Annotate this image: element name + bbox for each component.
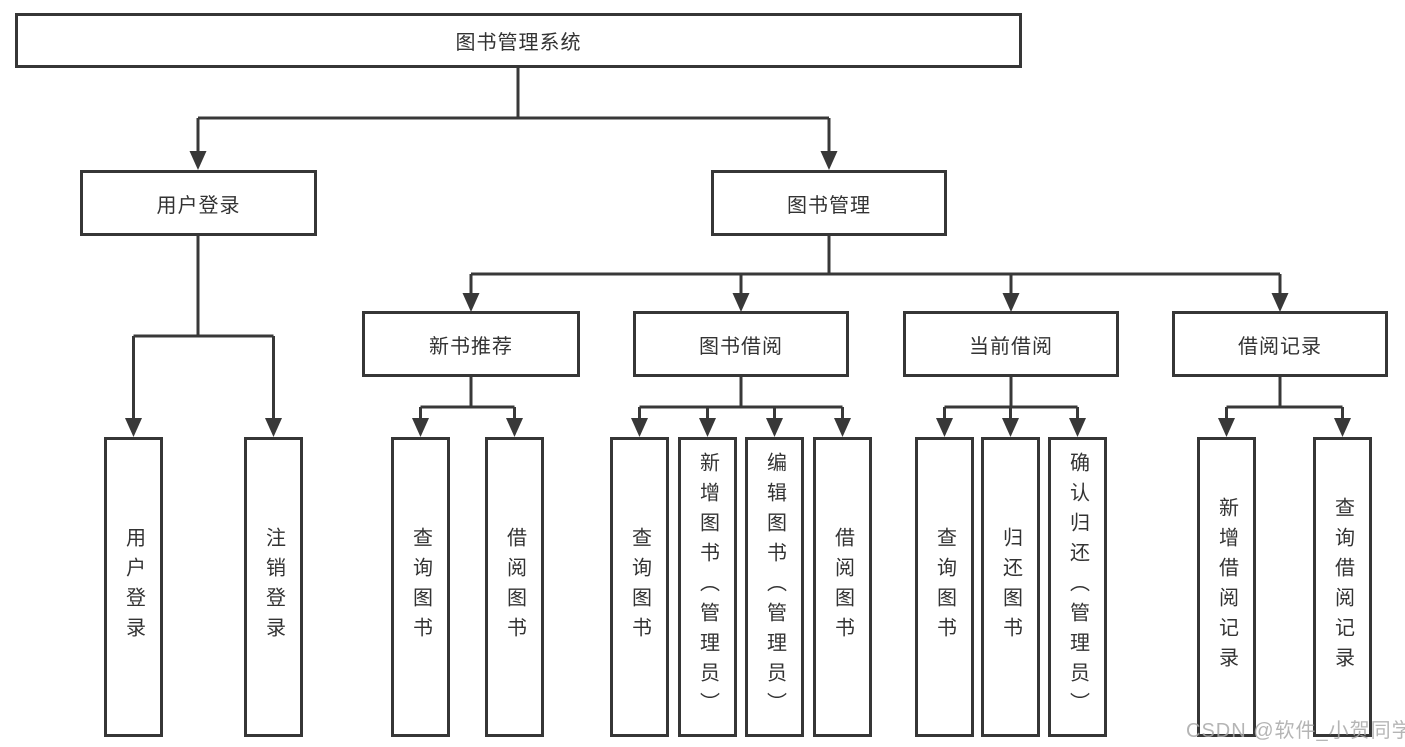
leaf-return-book-label: 归还图书 [999, 527, 1022, 647]
leaf-add-book-admin: 新增图书（管理员） [678, 437, 737, 737]
leaf-logout: 注销登录 [244, 437, 303, 737]
node-user-login: 用户登录 [80, 170, 317, 236]
node-root-label: 图书管理系统 [455, 32, 582, 54]
leaf-add-book-admin-label: 新增图书（管理员） [696, 452, 719, 722]
arrowhead-icon [1218, 418, 1235, 437]
leaf-borrow-books-borrow-label: 借阅图书 [831, 527, 854, 647]
leaf-borrow-books-recommend: 借阅图书 [485, 437, 544, 737]
arrowhead-icon [1271, 293, 1289, 312]
connector-root-branch [196, 68, 831, 153]
arrowhead-icon [1069, 418, 1086, 437]
arrowhead-icon [462, 293, 480, 312]
leaf-query-books-recommend-label: 查询图书 [409, 527, 432, 647]
leaf-query-borrow-record-label: 查询借阅记录 [1331, 497, 1354, 677]
node-book-management-label: 图书管理 [787, 194, 871, 217]
leaf-add-borrow-record-label: 新增借阅记录 [1215, 497, 1238, 677]
leaf-add-borrow-record: 新增借阅记录 [1197, 437, 1256, 737]
node-new-book-recommend-label: 新书推荐 [429, 335, 513, 358]
leaf-confirm-return-admin: 确认归还（管理员） [1048, 437, 1107, 737]
leaf-edit-book-admin: 编辑图书（管理员） [745, 437, 804, 737]
leaf-query-borrow-record: 查询借阅记录 [1313, 437, 1372, 737]
arrowhead-icon [936, 418, 953, 437]
arrowhead-icon [1002, 293, 1020, 312]
node-book-borrow: 图书借阅 [633, 311, 849, 377]
arrowhead-icon [1334, 418, 1351, 437]
arrowhead-icon [834, 418, 851, 437]
connector-current-borrow-branch [943, 377, 1079, 420]
connector-new-book-branch [419, 377, 516, 420]
leaf-return-book: 归还图书 [981, 437, 1040, 737]
arrowhead-icon [766, 418, 783, 437]
connector-borrow-record-branch [1225, 377, 1344, 420]
leaf-user-login: 用户登录 [104, 437, 163, 737]
arrowhead-icon [265, 418, 282, 437]
leaf-logout-label: 注销登录 [262, 527, 285, 647]
leaf-query-books-borrow-label: 查询图书 [628, 527, 651, 647]
leaf-user-login-label: 用户登录 [122, 527, 145, 647]
leaf-query-books-current: 查询图书 [915, 437, 974, 737]
node-borrow-records: 借阅记录 [1172, 311, 1388, 377]
leaf-borrow-books-borrow: 借阅图书 [813, 437, 872, 737]
leaf-query-books-recommend: 查询图书 [391, 437, 450, 737]
connector-book-management-branch [469, 236, 1282, 295]
arrowhead-icon [631, 418, 648, 437]
arrowhead-icon [189, 151, 207, 170]
arrowhead-icon [732, 293, 750, 312]
leaf-borrow-books-recommend-label: 借阅图书 [503, 527, 526, 647]
leaf-edit-book-admin-label: 编辑图书（管理员） [763, 452, 786, 722]
arrowhead-icon [1002, 418, 1019, 437]
node-book-borrow-label: 图书借阅 [699, 335, 783, 358]
leaf-confirm-return-admin-label: 确认归还（管理员） [1066, 452, 1089, 722]
arrowhead-icon [506, 418, 523, 437]
arrowhead-icon [412, 418, 429, 437]
node-current-borrow: 当前借阅 [903, 311, 1119, 377]
node-root: 图书管理系统 [15, 13, 1022, 68]
node-book-management: 图书管理 [711, 170, 947, 236]
arrowhead-icon [820, 151, 838, 170]
node-new-book-recommend: 新书推荐 [362, 311, 580, 377]
node-user-login-label: 用户登录 [156, 194, 241, 217]
leaf-query-books-current-label: 查询图书 [933, 527, 956, 647]
arrowhead-icon [699, 418, 716, 437]
node-borrow-records-label: 借阅记录 [1238, 335, 1322, 358]
arrowhead-icon [125, 418, 142, 437]
connector-book-borrow-branch [638, 377, 844, 420]
leaf-query-books-borrow: 查询图书 [610, 437, 669, 737]
connector-user-login-branch [132, 236, 275, 420]
watermark-text: CSDN @软件_小贺同学 [1186, 720, 1405, 742]
node-current-borrow-label: 当前借阅 [969, 335, 1053, 358]
